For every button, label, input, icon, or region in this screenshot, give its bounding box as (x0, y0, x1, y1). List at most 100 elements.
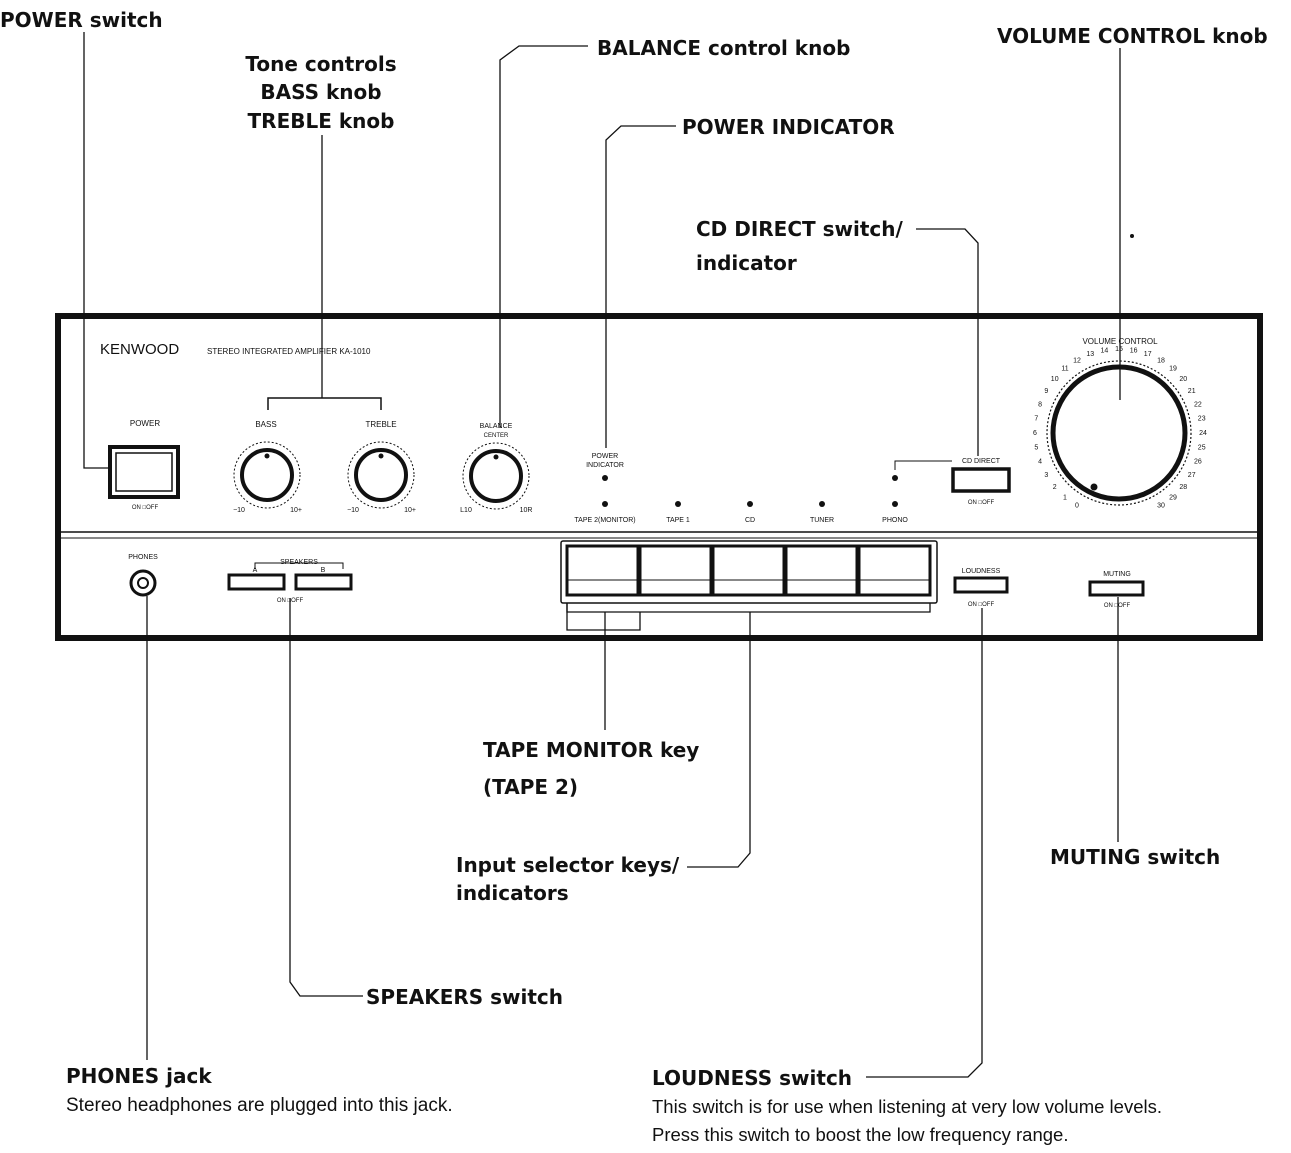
callout-power-switch: POWER switch (0, 8, 163, 32)
model-name: STEREO INTEGRATED AMPLIFIER KA-1010 (207, 347, 371, 356)
phones-label: PHONES (128, 554, 158, 561)
volume-scale-number: 21 (1188, 388, 1196, 395)
input-key-cd[interactable] (711, 544, 786, 597)
input-label-tape2: TAPE 2(MONITOR) (574, 517, 635, 524)
power-on-off-label: ON □OFF (132, 505, 159, 511)
speaker-b-switch[interactable] (294, 573, 353, 591)
balance-scale-ring (462, 442, 530, 510)
treble-scale-ring (347, 441, 415, 509)
volume-scale-number: 17 (1144, 351, 1152, 358)
treble-knob-marker (378, 453, 384, 459)
speaker-b-label: B (321, 567, 326, 574)
cd-direct-label: CD DIRECT (962, 458, 1001, 465)
callout-bass-knob: BASS knob (260, 80, 382, 104)
volume-scale-number: 6 (1033, 430, 1037, 437)
treble-knob[interactable] (354, 448, 408, 502)
input-label-phono: PHONO (882, 517, 908, 524)
volume-scale-number: 12 (1073, 357, 1081, 364)
volume-scale-number: 11 (1061, 366, 1068, 373)
bass-scale-max: 10+ (290, 507, 302, 514)
volume-scale-number: 25 (1198, 445, 1206, 452)
input-key-tape2[interactable] (565, 544, 640, 597)
volume-scale-number: 29 (1169, 494, 1177, 501)
power-indicator-label-1: POWER (592, 453, 618, 460)
volume-scale-number: 9 (1044, 388, 1048, 395)
callout-tape-monitor-2: (TAPE 2) (483, 775, 579, 799)
volume-scale-number: 27 (1188, 472, 1196, 479)
leader-input-selector (687, 612, 751, 868)
bass-knob[interactable] (240, 448, 294, 502)
input-key-tuner[interactable] (784, 544, 859, 597)
callout-cd-direct-1: CD DIRECT switch/ (696, 217, 903, 241)
callout-cd-direct-2: indicator (696, 251, 797, 275)
volume-knob[interactable] (1050, 364, 1188, 502)
callout-treble-knob: TREBLE knob (247, 109, 395, 133)
speaker-a-label: A (253, 567, 258, 574)
callout-input-selector-1: Input selector keys/ (456, 853, 680, 877)
volume-scale-number: 0 (1075, 503, 1079, 510)
callout-loudness-switch: LOUDNESS switch (652, 1066, 853, 1090)
callout-balance-knob: BALANCE control knob (597, 36, 851, 60)
callout-input-selector-2: indicators (456, 881, 569, 905)
loudness-on-off: ON □OFF (968, 602, 995, 608)
loudness-switch[interactable] (953, 576, 1009, 594)
input-lamp-phono (892, 501, 898, 507)
volume-scale-number: 13 (1086, 351, 1094, 358)
volume-scale-number: 4 (1038, 459, 1042, 466)
cd-direct-lamp (892, 475, 898, 481)
leader-balance (499, 45, 588, 428)
callout-volume-knob: VOLUME CONTROL knob (997, 24, 1268, 48)
volume-scale-number: 18 (1157, 357, 1165, 364)
muting-label: MUTING (1103, 571, 1131, 578)
treble-scale-min: −10 (347, 507, 359, 514)
balance-knob[interactable] (469, 449, 523, 503)
volume-scale-number: 2 (1053, 484, 1057, 491)
callout-tone-controls: Tone controls (245, 52, 397, 76)
balance-center-label: CENTER (484, 433, 509, 439)
cd-direct-on-off: ON □OFF (968, 500, 995, 506)
input-label-tuner: TUNER (810, 517, 834, 524)
volume-scale-number: 28 (1179, 484, 1187, 491)
speaker-a-switch[interactable] (227, 573, 286, 591)
volume-scale-number: 7 (1034, 415, 1038, 422)
leader-power-switch (83, 32, 110, 469)
volume-scale-number: 15 (1115, 346, 1123, 353)
phones-jack-hole (137, 577, 149, 589)
input-key-phono[interactable] (857, 544, 932, 597)
input-label-cd: CD (745, 517, 755, 524)
callout-power-indicator: POWER INDICATOR (682, 115, 895, 139)
bracket-input-keys (566, 603, 931, 613)
volume-scale-number: 19 (1169, 366, 1177, 373)
treble-scale-max: 10+ (404, 507, 416, 514)
muting-on-off: ON □OFF (1104, 603, 1131, 609)
bracket-tape-monitor (566, 603, 641, 631)
leader-cd-direct (916, 228, 979, 456)
input-lamp-cd (747, 501, 753, 507)
cd-direct-switch[interactable] (951, 467, 1011, 493)
loudness-description-2: Press this switch to boost the low frequ… (652, 1124, 1069, 1145)
input-selector-frame (560, 540, 938, 604)
power-switch[interactable] (108, 445, 180, 499)
tone-bracket (267, 397, 382, 410)
volume-scale-ring (1046, 360, 1192, 506)
brand-logo: KENWOOD (100, 341, 179, 358)
balance-scale-left: L10 (460, 507, 472, 514)
volume-scale-number: 30 (1157, 503, 1165, 510)
balance-knob-marker (493, 454, 499, 460)
volume-scale-number: 26 (1194, 459, 1202, 466)
callout-tape-monitor-1: TAPE MONITOR key (483, 738, 700, 762)
input-key-tape1[interactable] (638, 544, 713, 597)
volume-scale-number: 8 (1038, 401, 1042, 408)
loudness-description-1: This switch is for use when listening at… (652, 1096, 1162, 1117)
callout-phones-jack: PHONES jack (66, 1064, 212, 1088)
bass-knob-marker (264, 453, 270, 459)
speakers-label: SPEAKERS (280, 559, 318, 566)
speck (1130, 234, 1134, 238)
loudness-label: LOUDNESS (962, 568, 1001, 575)
volume-scale-number: 5 (1034, 445, 1038, 452)
callout-speakers-switch: SPEAKERS switch (366, 985, 564, 1009)
muting-switch[interactable] (1088, 580, 1145, 597)
